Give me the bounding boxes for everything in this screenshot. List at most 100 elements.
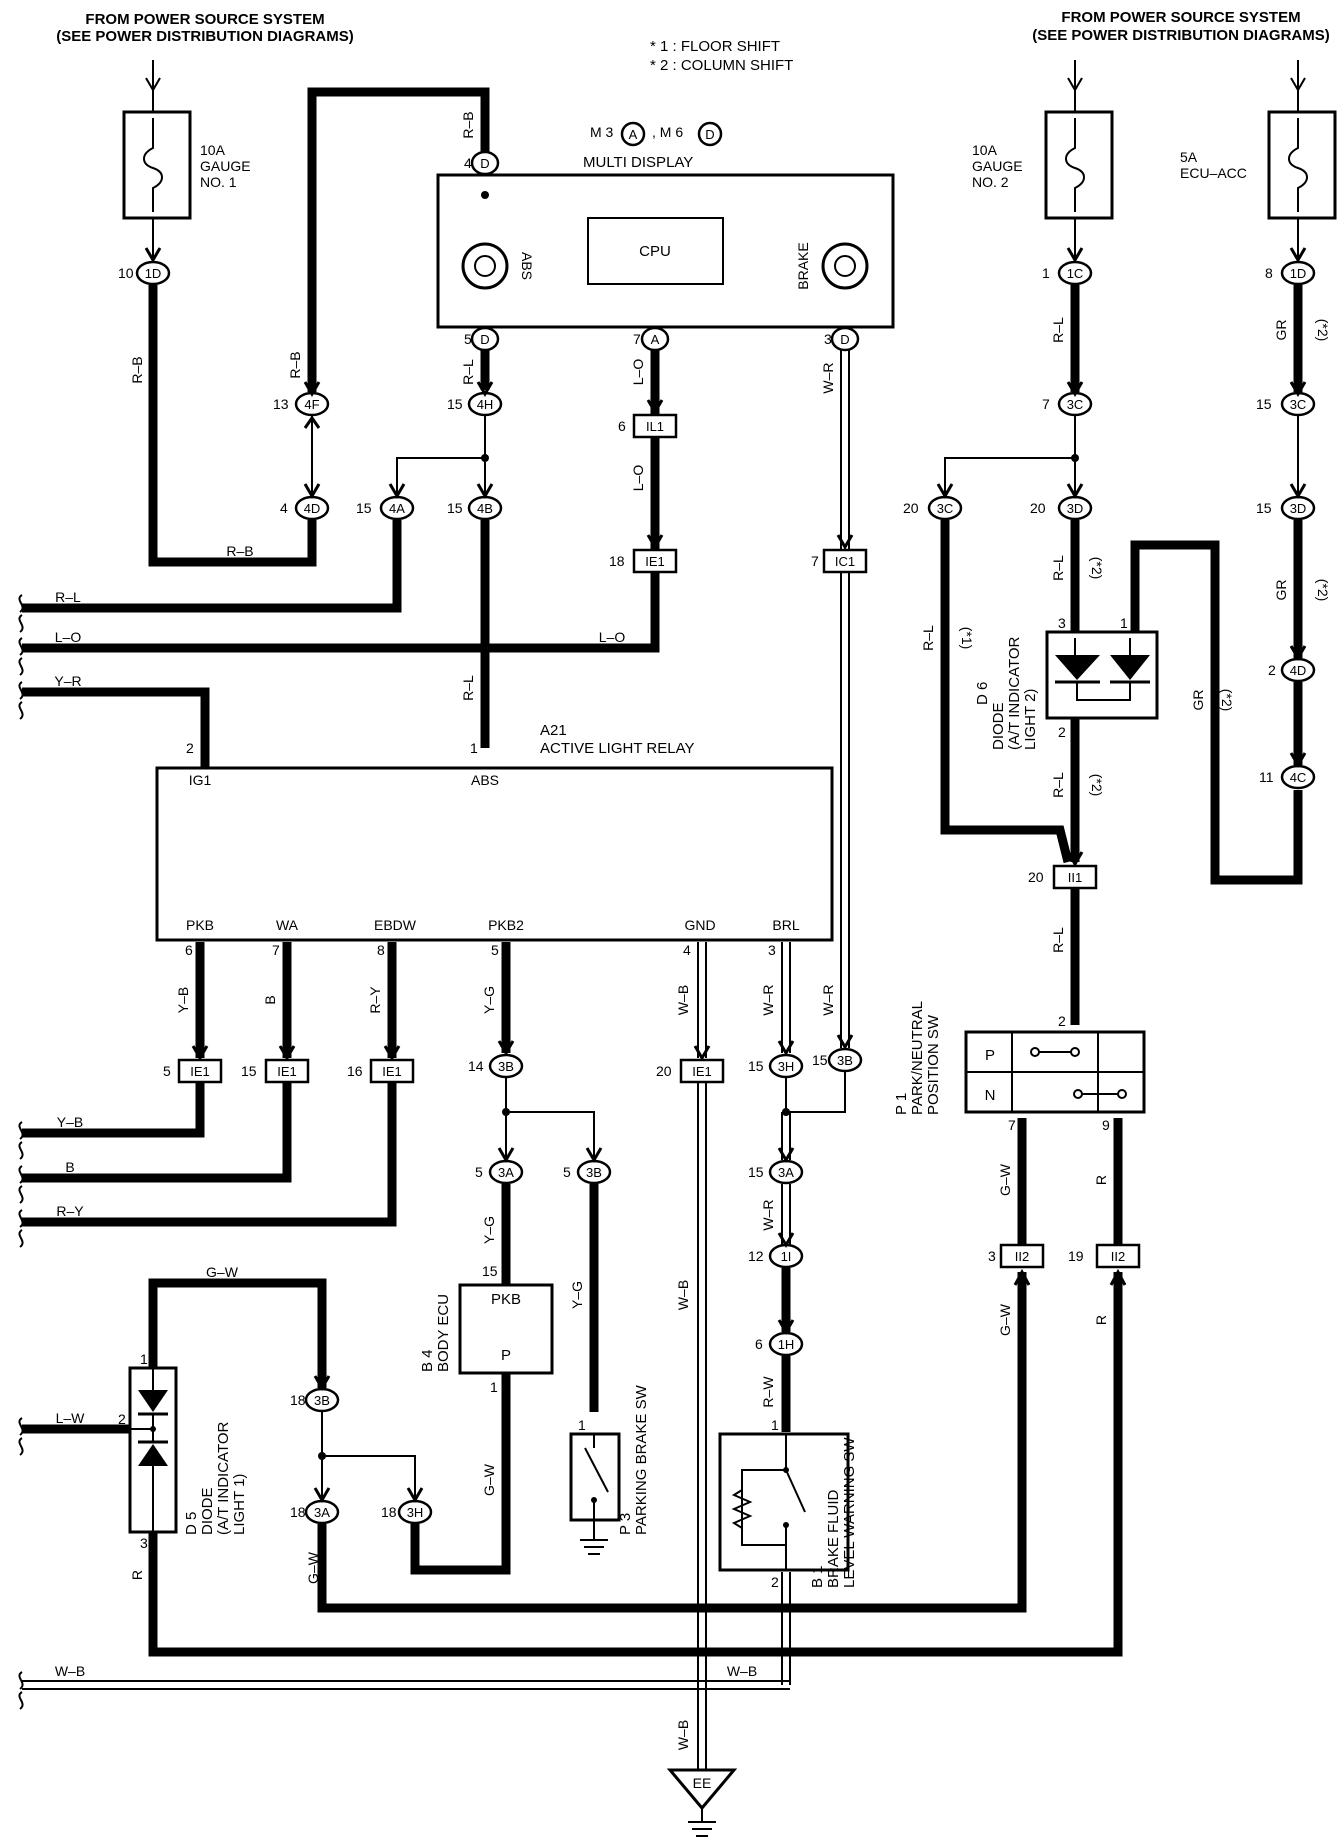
arrow-down-icon bbox=[476, 381, 494, 397]
pos-n-label: N bbox=[985, 1087, 996, 1104]
body-ecu-pin-p: P bbox=[501, 1347, 511, 1364]
fuse-gauge1-rating: 10A bbox=[200, 142, 226, 158]
variant-mark: (*1) bbox=[959, 627, 975, 650]
connector-IL1-6: IL1 bbox=[632, 413, 678, 439]
relay-pin-abs: ABS bbox=[471, 772, 499, 788]
brake-fluid-id: B 1 bbox=[809, 1565, 826, 1588]
connector-3C-20: 3C bbox=[927, 495, 963, 521]
connector-1I-12: 1I bbox=[768, 1243, 804, 1269]
svg-text:IL1: IL1 bbox=[646, 419, 664, 434]
pin-numbers: 10 13 4 15 15 15 4 5 7 3 6 18 7 1 7 20 2… bbox=[118, 155, 1276, 1590]
pin-number: 11 bbox=[1259, 769, 1274, 785]
pin-number: 15 bbox=[1256, 500, 1272, 516]
connector-4A-15: 4A bbox=[379, 495, 415, 521]
svg-text:3B: 3B bbox=[586, 1165, 602, 1180]
body-ecu-id: B 4 bbox=[419, 1349, 436, 1372]
pin-number: 8 bbox=[1265, 265, 1273, 281]
pin-number: 13 bbox=[273, 396, 289, 412]
variant-mark: (*2) bbox=[1315, 319, 1331, 342]
power-source-right-line2: (SEE POWER DISTRIBUTION DIAGRAMS) bbox=[1032, 27, 1330, 44]
note-column-shift: * 2 : COLUMN SHIFT bbox=[650, 57, 793, 74]
pin-number: 15 bbox=[1256, 396, 1272, 412]
diode-d5-id: D 5 bbox=[183, 1512, 200, 1535]
wire-color-label: G–W bbox=[305, 1551, 321, 1584]
svg-text:IC1: IC1 bbox=[835, 554, 855, 569]
arrow-down-icon bbox=[1066, 381, 1084, 397]
wire-color-label: R bbox=[129, 1570, 145, 1580]
connector-3B-18: 3B bbox=[304, 1387, 340, 1413]
pin-number: 12 bbox=[748, 1248, 764, 1264]
wire-3c-split bbox=[944, 415, 1076, 496]
svg-text:D: D bbox=[480, 156, 489, 171]
arrow-down-icon bbox=[476, 483, 494, 499]
multi-display-prefix2: , M 6 bbox=[652, 124, 683, 140]
wire-3h-3b bbox=[785, 1072, 846, 1113]
diode-d6-name3: LIGHT 2) bbox=[1022, 689, 1039, 750]
wire-color-label: L–O bbox=[55, 629, 82, 645]
multi-display-prefix1: M 3 bbox=[590, 124, 614, 140]
svg-text:3H: 3H bbox=[407, 1505, 424, 1520]
arrow-down-icon bbox=[1066, 483, 1084, 499]
pin-number: 18 bbox=[290, 1392, 306, 1408]
arrow-down-icon bbox=[1289, 483, 1307, 499]
wire-color-label: R bbox=[1093, 1315, 1109, 1325]
fuse-gauge2-rating: 10A bbox=[972, 142, 998, 158]
arrow-up-icon bbox=[1109, 1268, 1127, 1286]
wire-color-label: R–L bbox=[1050, 927, 1066, 953]
pos-p-label: P bbox=[985, 1047, 995, 1064]
fuse-gauge-no1: 10A GAUGE NO. 1 bbox=[122, 60, 251, 220]
park-neutral-name1: PARK/NEUTRAL bbox=[909, 1001, 926, 1115]
arrow-down-icon bbox=[777, 1232, 795, 1248]
pin-number: 4 bbox=[280, 500, 288, 516]
wire-color-label: B bbox=[65, 1159, 74, 1175]
svg-text:4H: 4H bbox=[477, 397, 494, 412]
brake-fluid-name1: BRAKE FLUID bbox=[825, 1489, 842, 1588]
wire-r-l-3c bbox=[940, 520, 1073, 864]
body-ecu: PKB P B 4 BODY ECU bbox=[419, 1283, 554, 1375]
arrow-down-icon bbox=[836, 534, 854, 550]
wire-color-label: Y–B bbox=[57, 1114, 83, 1130]
svg-text:3H: 3H bbox=[778, 1059, 795, 1074]
wire-l-o-bus bbox=[22, 572, 660, 653]
wire-g-w-bottom bbox=[317, 1272, 1027, 1613]
svg-text:4C: 4C bbox=[1290, 770, 1307, 785]
pin-number: 20 bbox=[903, 500, 919, 516]
wire-color-label: G–W bbox=[206, 1264, 239, 1280]
connector-D-3: D bbox=[830, 326, 860, 352]
svg-text:D: D bbox=[840, 332, 849, 347]
pin-number: 2 bbox=[1058, 1013, 1066, 1029]
wire-color-label: R–L bbox=[55, 589, 81, 605]
diode-icon bbox=[138, 1390, 168, 1412]
pin-number: 1 bbox=[1042, 265, 1050, 281]
svg-text:4D: 4D bbox=[304, 501, 321, 516]
diode-d5-name2: (A/T INDICATOR bbox=[215, 1421, 232, 1535]
pin-number: 15 bbox=[482, 1263, 498, 1279]
svg-text:II1: II1 bbox=[1068, 870, 1082, 885]
connector-A-7: A bbox=[640, 326, 670, 352]
svg-text:1I: 1I bbox=[781, 1249, 792, 1264]
pin-number: 15 bbox=[748, 1058, 764, 1074]
arrow-down-icon bbox=[646, 399, 664, 415]
pin-number: 2 bbox=[118, 1411, 126, 1427]
connector-1D-8: 1D bbox=[1280, 260, 1316, 286]
ground-icon bbox=[580, 1520, 608, 1555]
power-source-right-line1: FROM POWER SOURCE SYSTEM bbox=[1061, 9, 1300, 26]
variant-mark: (*2) bbox=[1089, 774, 1105, 797]
arrow-down-icon bbox=[1067, 77, 1083, 92]
svg-text:3D: 3D bbox=[1067, 501, 1084, 516]
svg-text:A: A bbox=[651, 332, 660, 347]
pin-number: 3 bbox=[824, 331, 832, 347]
wire-y-b-bus bbox=[22, 1082, 205, 1138]
body-ecu-box bbox=[458, 1283, 554, 1375]
arrow-down-icon bbox=[1289, 645, 1307, 661]
diode-d5: D 5 DIODE (A/T INDICATOR LIGHT 1) bbox=[128, 1366, 248, 1535]
pin-number: 20 bbox=[656, 1063, 672, 1079]
connector-II2-3: II2 bbox=[999, 1243, 1045, 1269]
connector-D-5: D bbox=[470, 326, 500, 352]
connector-3A-5: 3A bbox=[488, 1159, 524, 1185]
wire-color-label: W–B bbox=[727, 1663, 757, 1679]
pin-number: 7 bbox=[1008, 1117, 1016, 1133]
svg-text:4A: 4A bbox=[389, 501, 405, 516]
wire-color-label: R–W bbox=[760, 1376, 776, 1408]
wire-color-label: R–Y bbox=[56, 1203, 84, 1219]
